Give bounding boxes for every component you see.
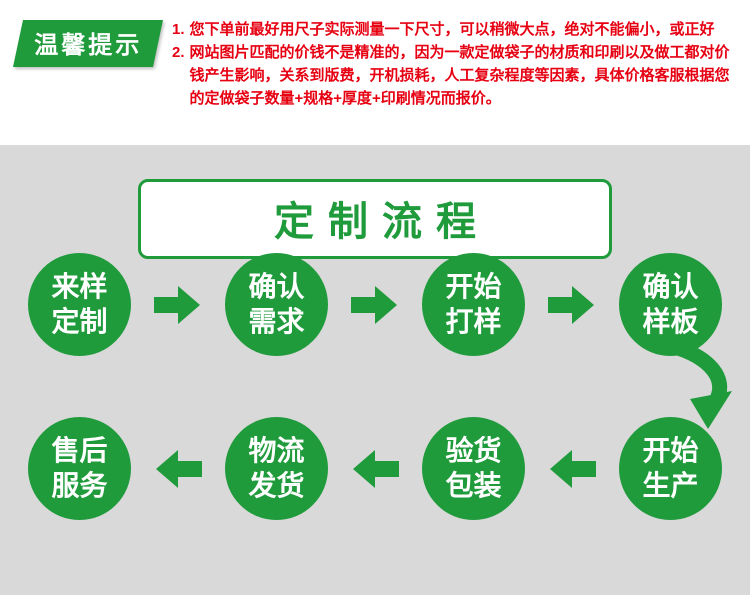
arrow-left-icon	[548, 448, 596, 490]
flow-step-circle: 售后 服务	[28, 417, 131, 520]
flow-step-label: 开始	[642, 435, 699, 467]
arrow-curve-down-icon	[668, 341, 736, 431]
tip-number: 1.	[172, 21, 185, 38]
warm-tips-badge-label: 温馨提示	[34, 32, 143, 59]
flow-row-bottom: 售后 服务 物流 发货 验货 包装	[0, 417, 750, 520]
arrow-right-icon	[154, 284, 202, 326]
flow-step-label: 发货	[248, 469, 305, 501]
arrow-right-icon	[548, 284, 596, 326]
flow-step-label: 确认	[642, 271, 699, 303]
flow-step-label: 售后	[51, 435, 108, 467]
tip-number: 2.	[172, 44, 185, 61]
tips-list: 1. 您下单前最好用尺子实际测量一下尺寸，可以稍微大点，绝对不能偏小，或正好 2…	[172, 18, 736, 110]
flow-step-label: 来样	[51, 271, 108, 303]
flow-step-circle: 确认 需求	[225, 253, 328, 356]
flow-step-label: 开始	[445, 271, 502, 303]
tips-banner: 温馨提示 1. 您下单前最好用尺子实际测量一下尺寸，可以稍微大点，绝对不能偏小，…	[0, 0, 750, 145]
flow-step-label: 生产	[642, 469, 699, 501]
process-title-box: 定制流程	[138, 179, 612, 259]
flow-step-label: 确认	[248, 271, 305, 303]
flow-step-label: 样板	[642, 305, 699, 337]
flow-step-circle: 开始 打样	[422, 253, 525, 356]
flow-step-circle: 验货 包装	[422, 417, 525, 520]
flow-step-label: 服务	[51, 469, 108, 501]
tip-item: 1. 您下单前最好用尺子实际测量一下尺寸，可以稍微大点，绝对不能偏小，或正好	[172, 18, 736, 41]
flow-step-label: 定制	[51, 305, 108, 337]
flow-step-label: 物流	[248, 435, 305, 467]
flow-step-label: 验货	[445, 435, 502, 467]
custom-process-section: 定制流程 来样 定制 确认 需求 开始	[0, 145, 750, 595]
tip-item: 2. 网站图片匹配的价钱不是精准的，因为一款定做袋子的材质和印刷以及做工都对价钱…	[172, 41, 736, 110]
flow-step-circle: 物流 发货	[225, 417, 328, 520]
warm-tips-badge: 温馨提示	[13, 20, 163, 67]
flow-step-label: 包装	[445, 469, 502, 501]
arrow-right-icon	[351, 284, 399, 326]
flow-step-circle: 开始 生产	[619, 417, 722, 520]
flow-step-label: 打样	[445, 305, 502, 337]
process-flow-diagram: 来样 定制 确认 需求 开始 打样	[0, 145, 750, 595]
flow-step-circle: 来样 定制	[28, 253, 131, 356]
flow-row-top: 来样 定制 确认 需求 开始 打样	[0, 253, 750, 356]
tip-text: 您下单前最好用尺子实际测量一下尺寸，可以稍微大点，绝对不能偏小，或正好	[189, 21, 715, 38]
flow-step-circle: 确认 样板	[619, 253, 722, 356]
arrow-left-icon	[351, 448, 399, 490]
arrow-left-icon	[154, 448, 202, 490]
flow-step-label: 需求	[248, 305, 305, 337]
tip-text: 网站图片匹配的价钱不是精准的，因为一款定做袋子的材质和印刷以及做工都对价钱产生影…	[189, 44, 730, 107]
process-title: 定制流程	[274, 200, 490, 244]
